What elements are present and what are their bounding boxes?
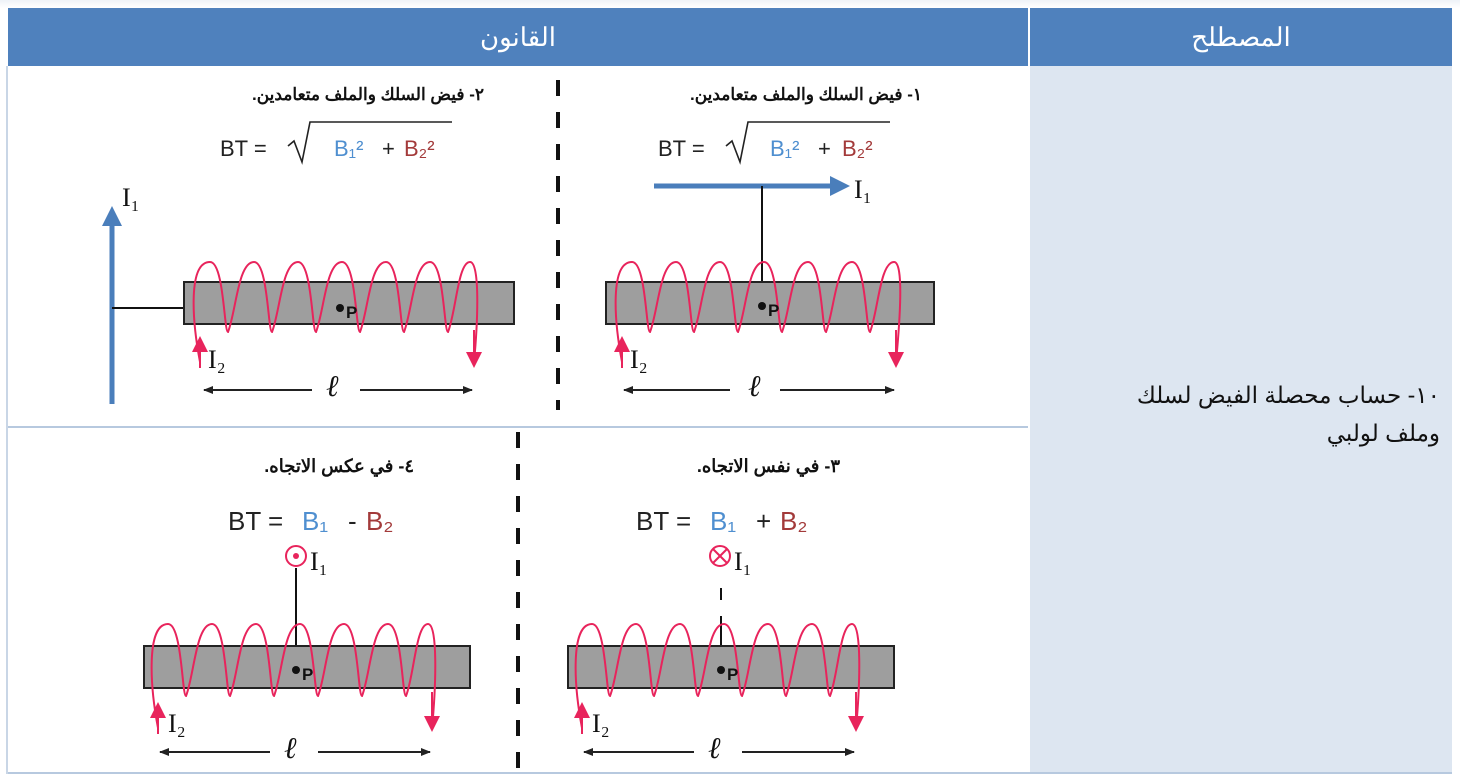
- term-text: ١٠- حساب محصلة الفيض لسلك وملف لولبي: [1040, 376, 1440, 452]
- case-3-coil-label: I₂: [592, 709, 610, 738]
- case-4-length-label: ℓ: [284, 732, 297, 765]
- case-1-sqrt-sign: [725, 121, 890, 165]
- case-1-eq-lhs: BT =: [658, 136, 705, 161]
- case-1-eq-b1: B₁²: [770, 136, 799, 161]
- case-1-coil: [614, 260, 902, 363]
- table-bottom-border: [8, 772, 1452, 774]
- case-1-point-label: P: [768, 301, 779, 320]
- case-1-eq-op: +: [818, 136, 831, 161]
- case-1-point-p: [758, 302, 766, 310]
- case-3-equation: BT = B₁ + B₂: [636, 506, 807, 536]
- case-4-coil: [150, 622, 437, 729]
- case-3-eq-b1: B₁: [710, 506, 736, 536]
- case-2-eq-lhs: BT =: [220, 136, 267, 161]
- case-3-point-p: [717, 666, 725, 674]
- case-4-eq-lhs: BT =: [228, 506, 283, 536]
- case-4-coil-label: I₂: [168, 709, 186, 738]
- law-column-header: القانون: [480, 22, 556, 52]
- case-2-sqrt-sign: [287, 121, 452, 165]
- case-1-coil-label: I₂: [630, 345, 648, 374]
- case-3-eq-b2: B₂: [780, 506, 807, 536]
- case-4-title: ٤- في عكس الاتجاه.: [264, 456, 414, 477]
- case-1-wire-label: I₁: [854, 175, 872, 204]
- row-divider: [8, 426, 1028, 428]
- case-2-point-p: [336, 304, 344, 312]
- case-2-equation: BT = B₁² + B₂²: [220, 121, 452, 165]
- case-2-eq-b2: B₂²: [404, 136, 435, 161]
- term-cell: [1028, 66, 1452, 774]
- term-column-header: المصطلح: [1191, 22, 1291, 52]
- case-3-length-label: ℓ: [708, 732, 721, 765]
- table-left-border: [6, 66, 8, 774]
- case-4-wire-out-of-page: [285, 545, 307, 567]
- case-3-point-label: P: [727, 665, 738, 684]
- case-4-equation: BT = B₁ - B₂: [228, 506, 393, 536]
- case-2-length-label: ℓ: [326, 370, 339, 403]
- case-2-point-label: P: [346, 303, 357, 322]
- case-3-wire-label: I₁: [734, 547, 752, 576]
- case-3-eq-op: +: [756, 506, 771, 536]
- top-strip: [0, 0, 1460, 8]
- case-2-title: ٢- فيض السلك والملف متعامدين.: [252, 85, 484, 105]
- table-header: [8, 8, 1452, 66]
- term-line-2: وملف لولبي: [1326, 420, 1440, 446]
- case-2-coil-label: I₂: [208, 345, 226, 374]
- case-2-wire-label: I₁: [122, 183, 140, 212]
- case-3-coil: [574, 622, 861, 729]
- case-4-eq-b1: B₁: [302, 506, 328, 536]
- header-divider: [1028, 8, 1030, 66]
- case-3-diagram: ٣- في نفس الاتجاه. BT = B₁ + B₂ I₁ P I₂ …: [567, 456, 895, 765]
- case-1-diagram: ١- فيض السلك والملف متعامدين. BT = B₁² +…: [605, 85, 935, 403]
- case-4-eq-b2: B₂: [366, 506, 393, 536]
- case-2-coil: [192, 260, 479, 363]
- case-1-title: ١- فيض السلك والملف متعامدين.: [690, 85, 922, 105]
- case-2-eq-b1: B₁²: [334, 136, 363, 161]
- case-4-point-p: [292, 666, 300, 674]
- case-1-equation: BT = B₁² + B₂²: [658, 121, 890, 165]
- case-4-diagram: ٤- في عكس الاتجاه. BT = B₁ - B₂ I₁ P I₂ …: [143, 456, 471, 765]
- case-4-rod: [143, 645, 471, 689]
- case-2-eq-op: +: [382, 136, 395, 161]
- case-3-eq-lhs: BT =: [636, 506, 691, 536]
- case-4-eq-op: -: [348, 506, 357, 536]
- term-line-1: ١٠- حساب محصلة الفيض لسلك: [1136, 382, 1440, 408]
- case-1-length-label: ℓ: [748, 370, 761, 403]
- case-1-eq-b2: B₂²: [842, 136, 873, 161]
- case-2-diagram: ٢- فيض السلك والملف متعامدين. BT = B₁² +…: [102, 85, 515, 404]
- case-4-point-label: P: [302, 665, 313, 684]
- case-3-title: ٣- في نفس الاتجاه.: [697, 456, 840, 477]
- case-4-wire-label: I₁: [310, 547, 328, 576]
- case-3-wire-into-page: [709, 545, 731, 567]
